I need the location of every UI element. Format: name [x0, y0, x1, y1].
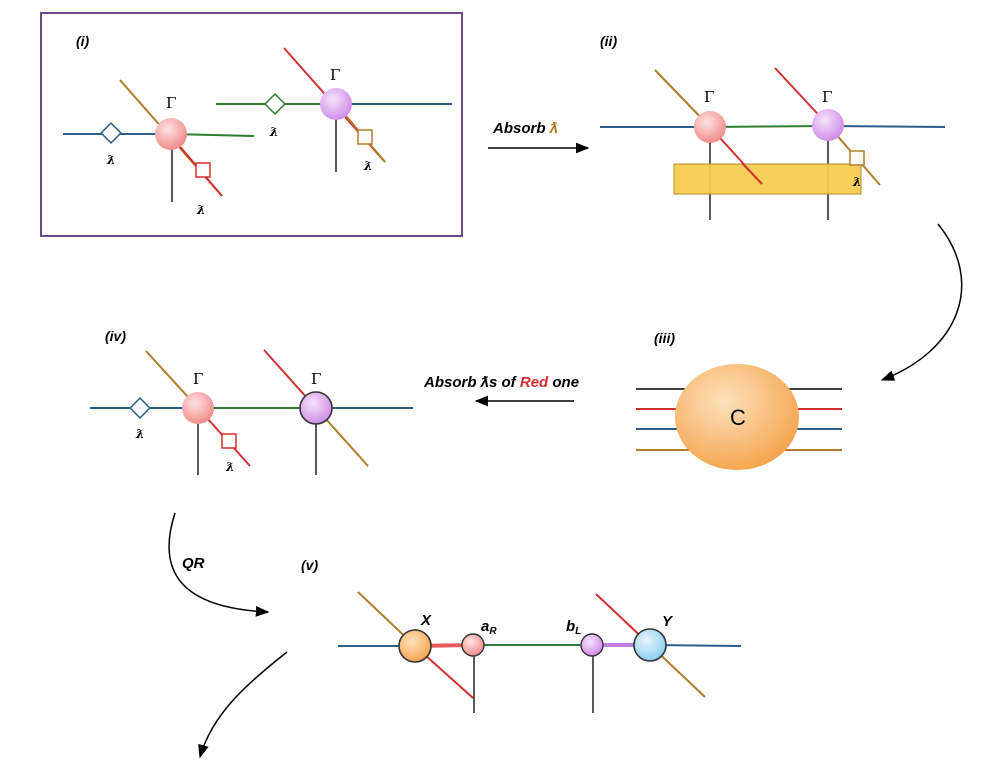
c-label: C	[730, 405, 746, 430]
gamma-label: Γ	[193, 370, 203, 388]
b-label: bL	[566, 618, 581, 637]
gamma-label: Γ	[330, 66, 340, 84]
square-icon	[357, 129, 373, 145]
panel-iii-label: (iii)	[654, 330, 675, 346]
panel-ii: (ii) Γ Γ ƛ	[600, 33, 946, 220]
contracted-tensor-c	[675, 364, 799, 470]
absorb-caption: Absorb ƛ	[492, 120, 558, 137]
diamond-icon	[129, 397, 151, 419]
gamma-node-violet	[299, 391, 333, 425]
arrow-qr: QR	[168, 512, 270, 617]
gamma-label: Γ	[311, 370, 321, 388]
panel-iv: (iv) Γ Γ ƛ ƛ	[90, 328, 413, 475]
lambda-label: ƛ	[135, 427, 144, 441]
absorb-red-caption: Absorb ƛs of Red one	[423, 374, 579, 391]
panel-ii-label: (ii)	[600, 33, 617, 49]
lambda-label: ƛ	[106, 153, 115, 167]
y-label: Y	[662, 613, 674, 630]
arrow-icon	[198, 651, 288, 759]
qr-caption: QR	[182, 555, 205, 572]
square-icon	[221, 433, 237, 449]
gamma-node-violet	[812, 109, 844, 141]
blue-leg	[827, 125, 946, 128]
gamma-label: Γ	[704, 88, 714, 106]
lambda-label: ƛ	[196, 203, 205, 217]
gamma-node-pink	[694, 111, 726, 143]
b-node	[580, 633, 604, 657]
square-icon	[849, 150, 865, 166]
panel-v-label: (v)	[301, 557, 318, 573]
panel-v: (v) X aR bL Y	[301, 557, 742, 713]
panel-i: (i) Γ ƛ ƛ Γ ƛ ƛ	[40, 12, 463, 237]
a-node	[461, 633, 485, 657]
diamond-icon	[100, 122, 122, 144]
arrow-absorb-red: Absorb ƛs of Red one	[423, 374, 579, 407]
yellow-bar	[673, 163, 862, 195]
x-node	[398, 629, 432, 663]
square-icon	[195, 162, 211, 178]
gamma-label: Γ	[166, 94, 176, 112]
y-node	[633, 628, 667, 662]
gamma-label: Γ	[822, 88, 832, 106]
arrow-absorb: Absorb ƛ	[488, 120, 590, 154]
x-label: X	[420, 612, 432, 629]
lambda-label: ƛ	[852, 175, 861, 189]
panel-iv-label: (iv)	[105, 328, 126, 344]
green-leg	[709, 125, 829, 128]
gamma-node-violet	[320, 88, 352, 120]
panel-i-label: (i)	[76, 33, 90, 49]
gamma-node-pink	[182, 392, 214, 424]
panel-i-frame	[40, 12, 463, 237]
arrow-icon	[168, 512, 270, 617]
red-leg	[741, 162, 763, 185]
a-label: aR	[481, 618, 497, 637]
gamma-node-pink	[155, 118, 187, 150]
lambda-label: ƛ	[225, 460, 234, 474]
lambda-label: ƛ	[269, 125, 278, 139]
panel-iii: (iii) C	[636, 330, 842, 470]
lambda-label: ƛ	[363, 159, 372, 173]
arrow-icon	[880, 223, 963, 381]
diamond-icon	[264, 93, 286, 115]
